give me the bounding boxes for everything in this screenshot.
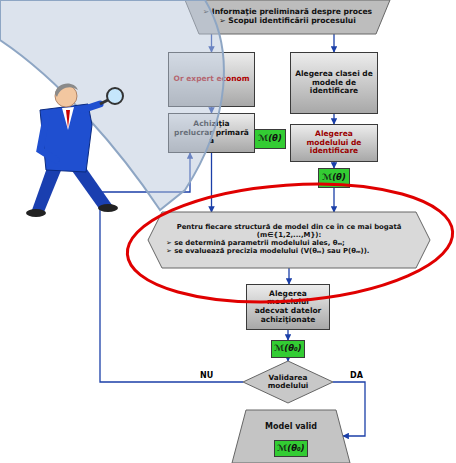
flow-arrow	[333, 34, 334, 52]
process-box: Alegerea clasei de modele de identificar…	[290, 52, 378, 114]
process-box: Alegerea modelului adecvat datelor achiz…	[246, 284, 330, 330]
model-tag: ℳ(θ₀)	[274, 440, 308, 457]
figure-leg	[32, 165, 62, 212]
node-text: Model valid	[248, 422, 334, 431]
flow-arrow	[288, 268, 289, 284]
decision-diamond: Validarea modelului	[243, 361, 333, 403]
process-hexagon: Pentru fiecare structură de model din ce…	[148, 212, 430, 268]
node-text: ➢ se determină parametrii modelului ales…	[166, 240, 412, 248]
node-text: Validarea modelului	[261, 374, 315, 391]
node-text: Achiziţia prelucrar primară a	[173, 120, 250, 146]
process-box: Achiziţia prelucrar primară a	[168, 113, 255, 153]
flow-arrow	[333, 188, 334, 212]
node-text: ➢ Informaţie preliminară despre proces	[201, 8, 374, 17]
process-box: Alegerea modelului de identificare	[290, 124, 378, 162]
figure-head	[55, 85, 77, 107]
figure-tie	[66, 110, 70, 128]
model-tag: ℳ(θ)	[254, 129, 286, 149]
input-box: ➢ Informaţie preliminară despre proces➢ …	[185, 0, 390, 34]
node-text: Alegerea modelului de identificare	[295, 130, 373, 156]
figure-arm	[82, 104, 100, 110]
magnifier-glass	[107, 88, 123, 104]
figure-arm	[40, 118, 56, 160]
figure-shoe	[98, 204, 118, 212]
model-symbol: ℳ(θ₀)	[275, 444, 307, 454]
figure-shirt	[62, 107, 74, 130]
figure-hair	[55, 84, 78, 97]
input-box-shape	[185, 0, 390, 34]
output-box-shape	[232, 410, 350, 463]
node-text: Alegerea clasei de modele de identificar…	[295, 70, 373, 96]
flow-arrow	[287, 330, 288, 340]
model-tag: ℳ(θ)	[318, 168, 350, 188]
process-box: Or expert econom	[168, 52, 255, 107]
figure-shoe	[26, 209, 46, 217]
flow-arrow	[211, 34, 212, 52]
process-hexagon-shape	[148, 212, 430, 268]
model-symbol: ℳ(θ)	[319, 173, 349, 183]
model-symbol: ℳ(θ₀)	[272, 344, 304, 354]
flow-arrow	[333, 114, 334, 124]
decision-diamond-shape	[243, 361, 333, 403]
figure-torso	[40, 104, 92, 172]
edge-label: DA	[350, 371, 363, 380]
node-text: Pentru fiecare structură de model din ce…	[166, 224, 412, 240]
flow-arrow	[211, 153, 212, 212]
node-text: ➢ Scopul identificării procesului	[201, 17, 374, 26]
node-text: ➢ se evaluează precizia modelului (V(θₘ)…	[166, 248, 412, 256]
model-tag: ℳ(θ₀)	[271, 340, 305, 358]
edge-label: NU	[200, 371, 213, 380]
magnifier-handle	[100, 100, 108, 104]
figure-leg	[70, 165, 112, 210]
output-box: Model validℳ(θ₀)	[232, 410, 350, 463]
node-text: Or expert econom	[173, 75, 250, 84]
node-text: Alegerea modelului adecvat datelor achiz…	[251, 290, 325, 325]
model-symbol: ℳ(θ)	[255, 134, 285, 144]
